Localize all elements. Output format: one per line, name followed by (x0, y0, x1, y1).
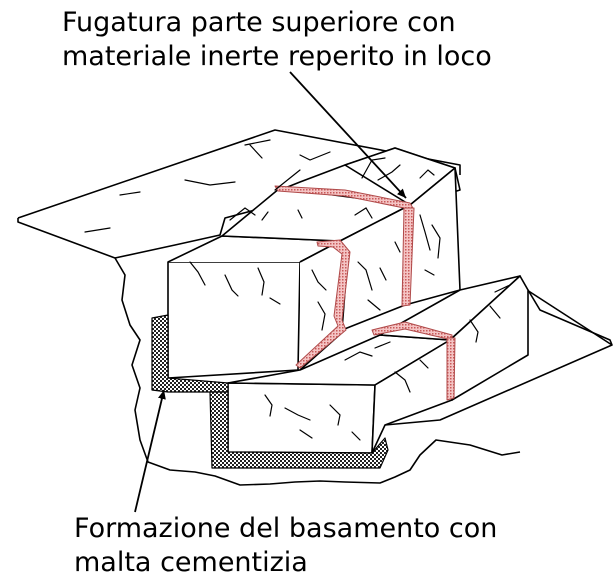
stone-texture (84, 139, 511, 441)
middle-block (221, 187, 411, 331)
leader-arrow-top (289, 71, 407, 199)
bottom-annotation-line-2: malta cementizia (74, 547, 308, 578)
leader-arrows (134, 71, 407, 513)
joint-filling (274, 185, 456, 401)
bottom-annotation-line-1: Formazione del basamento con (74, 513, 498, 544)
top-annotation-line-2: materiale inerte reperito in loco (62, 41, 492, 72)
terrain-outline (17, 129, 613, 486)
top-annotation-line-1: Fugatura parte superiore con (62, 7, 456, 38)
leader-arrow-bottom (134, 389, 166, 513)
front-block (167, 235, 351, 379)
mortar-base (151, 314, 389, 469)
top-annotation: Fugatura parte superiore con materiale i… (62, 6, 492, 74)
bottom-annotation: Formazione del basamento con malta cemen… (74, 512, 497, 580)
